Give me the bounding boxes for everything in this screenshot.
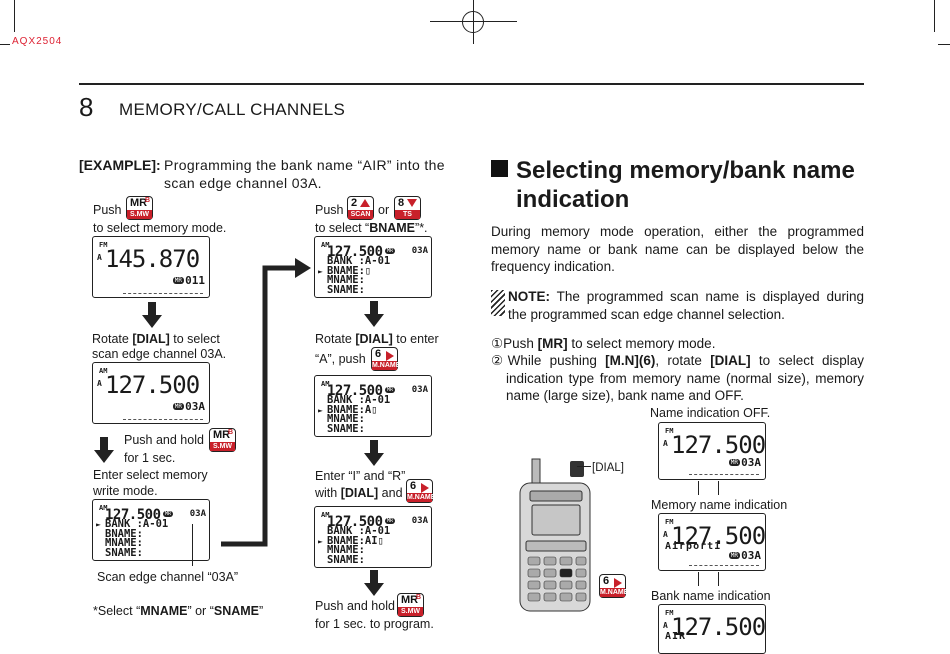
lcd-memory-name: FM A 127.500 Airport1 MR 03A: [658, 513, 766, 571]
down-arrow: [364, 440, 384, 468]
left-step3-line2: for 1 sec.: [124, 451, 176, 465]
example-label: [EXAMPLE]:: [79, 157, 161, 173]
caption-name-off: Name indication OFF.: [650, 406, 771, 420]
step-2: ②While pushing [M.N](6), rotate [DIAL] t…: [491, 353, 864, 403]
mid-step1-or: or: [378, 203, 390, 217]
mid-step3-line2: with [DIAL] and: [315, 486, 403, 500]
heading-bullet-icon: [491, 160, 508, 177]
cycle-arrow: [718, 572, 719, 586]
step-1: ①Push [MR] to select memory mode.: [491, 336, 716, 351]
note-icon: [491, 290, 505, 316]
left-step2-line2: scan edge channel 03A.: [92, 347, 227, 361]
intro-paragraph: During memory mode operation, either the…: [491, 224, 864, 274]
down-arrow: [364, 301, 384, 329]
crop-mark: [0, 44, 10, 45]
mid-step4-text: Push and hold: [315, 599, 395, 613]
left-step1-push: Push: [93, 203, 122, 217]
crop-mark: [938, 44, 950, 45]
mid-step1-text: to select “BNAME”*.: [315, 221, 428, 235]
dial-label: [DIAL]: [592, 462, 624, 474]
example-block: [EXAMPLE]: Programming the bank name “AI…: [79, 156, 453, 191]
connector-arrow: [221, 258, 311, 547]
crop-mark: [14, 0, 15, 32]
left-step4-line2: write mode.: [93, 484, 158, 498]
note-paragraph: NOTE: The programmed scan name is displa…: [508, 289, 864, 322]
lcd-bname-a: AM 127.500 MR 03A ► BANK :A-01 BNAME:A▯ …: [314, 375, 432, 437]
lcd-channel-03a: AM A 127.500 MR 03A: [92, 362, 210, 424]
lcd-memory-mode: FM A 145.870 MR 011: [92, 236, 210, 298]
header-rule: [79, 83, 864, 85]
scan-edge-callout: Scan edge channel “03A”: [97, 570, 239, 584]
registration-circle: [462, 11, 484, 33]
left-step1-text: to select memory mode.: [93, 221, 227, 235]
mid-step2-text: Rotate [DIAL] to enter: [315, 332, 439, 346]
mid-step3-text: Enter “I” and “R”: [315, 469, 406, 483]
lcd-bank-name: FM A 127.500 AIR: [658, 604, 766, 654]
cycle-arrow: [698, 572, 699, 586]
chapter-title: MEMORY/CALL CHANNELS: [119, 100, 346, 119]
lcd-bname-ai: AM 127.500 MR 03A ► BANK :A-01 BNAME:AI▯…: [314, 506, 432, 568]
page-number: 8: [79, 92, 94, 122]
caption-memory-name: Memory name indication: [651, 498, 788, 512]
caption-bank-name: Bank name indication: [651, 589, 771, 603]
left-step4-text: Enter select memory: [93, 468, 208, 482]
callout-line: [192, 524, 193, 566]
lcd-select-write: AM 127.500 MR 03A ► BANK :A-01 BNAME: MN…: [92, 499, 210, 561]
mid-step4-line2: for 1 sec. to program.: [315, 617, 434, 631]
crop-mark: [934, 0, 935, 32]
down-arrow: [364, 570, 384, 598]
down-arrow: [142, 302, 162, 330]
example-text: Programming the bank name “AIR” into the…: [164, 157, 445, 191]
print-code: AQX2504: [12, 36, 63, 47]
down-arrow: [94, 437, 114, 465]
left-step3-text: Push and hold: [124, 433, 204, 447]
left-step2-text: Rotate [DIAL] to select: [92, 332, 220, 346]
footnote: *Select “MNAME” or “SNAME”: [93, 604, 264, 618]
lcd-bname-select: AM 127.500 MR 03A ► BANK :A-01 BNAME:▯ M…: [314, 236, 432, 298]
radio-illustration: [519, 458, 591, 612]
mid-step1-push: Push: [315, 203, 344, 217]
cycle-arrow: [698, 481, 699, 495]
cycle-arrow: [718, 481, 719, 495]
lcd-name-off: FM A 127.500 MR 03A: [658, 422, 766, 480]
mid-step2-line2: “A”, push: [315, 352, 366, 366]
dial-leader: [577, 466, 591, 467]
